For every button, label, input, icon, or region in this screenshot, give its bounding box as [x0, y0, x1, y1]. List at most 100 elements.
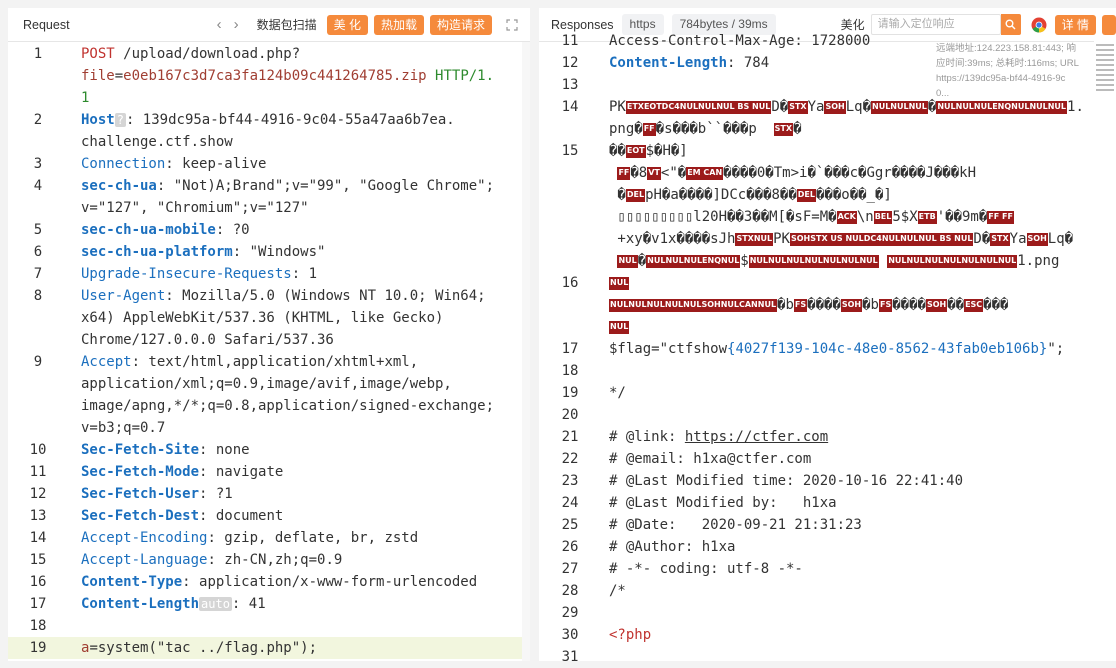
code-line: NUL [609, 272, 630, 294]
text-token: : 1 [291, 266, 318, 282]
line-number: 13 [29, 508, 47, 524]
token: Accept-Language [81, 552, 208, 568]
control-char-badge: SOH [925, 298, 948, 312]
request-header: Request ‹ › 数据包扫描 美 化 热加载 构造请求 [8, 8, 530, 42]
control-char-badge: FS [793, 298, 808, 312]
token: User-Agent [81, 288, 166, 304]
more-button[interactable] [1102, 14, 1116, 35]
code-line: image/apng,*/*;q=0.8,application/signed-… [81, 395, 494, 417]
control-char-badge: NUL [609, 276, 630, 290]
line-number: 12 [29, 486, 47, 502]
line-number: 2 [33, 112, 43, 128]
text-token: : application/x-www-form-urlencoded [182, 574, 478, 590]
packet-scan-button[interactable]: 数据包扫描 [256, 18, 317, 32]
code-line: /* [609, 580, 626, 602]
line-number: 17 [29, 596, 47, 612]
token: Sec-Fetch-User [81, 486, 200, 502]
request-scrollbar[interactable] [522, 42, 530, 661]
code-line: # @Author: h1xa [609, 536, 735, 558]
line-number: 20 [561, 407, 579, 423]
code-line: FF�8VT<"�EM CAN����0�Tm>i�`���c�Ggr����J… [609, 162, 976, 184]
code-line: <?php [609, 624, 651, 646]
expand-icon[interactable] [506, 18, 518, 31]
code-line: Connection: keep-alive [81, 153, 266, 175]
line-number: 22 [561, 451, 579, 467]
text-token: : gzip, deflate, br, zstd [207, 530, 419, 546]
text-token: 1. [1067, 99, 1084, 115]
text-token: ���� [892, 297, 926, 313]
code-line: application/xml;q=0.9,image/avif,image/w… [81, 373, 452, 395]
chrome-icon[interactable] [1031, 17, 1047, 33]
text-token: x64) AppleWebKit/537.36 (KHTML, like Gec… [81, 310, 444, 326]
control-char-badge: STX [788, 100, 808, 114]
text-token: : zh-CN,zh;q=0.9 [207, 552, 343, 568]
text-token: png� [609, 121, 643, 137]
text-token [427, 68, 435, 84]
text-token: : 784 [727, 55, 770, 71]
text-token: /upload/download.php? [114, 46, 301, 62]
build-request-button[interactable]: 构造请求 [429, 14, 492, 35]
line-number: 8 [33, 288, 43, 304]
hint-badge: ? [114, 113, 126, 127]
search-icon[interactable] [1000, 14, 1021, 35]
beautify-toggle[interactable]: 美化 [840, 18, 865, 32]
token: Content-Type [81, 574, 183, 590]
line-number: 28 [561, 583, 579, 599]
response-pane: Responses https 784bytes / 39ms 美化 请输入定位… [539, 8, 1116, 665]
token: <?php [609, 627, 652, 643]
link-text[interactable]: https://ctfer.com [684, 429, 829, 445]
beautify-button[interactable]: 美 化 [326, 14, 368, 35]
code-line: # @link: https://ctfer.com [609, 426, 828, 448]
token: Accept-Encoding [81, 530, 208, 546]
text-token: : text/html,application/xhtml+xml, [131, 354, 419, 370]
details-button[interactable]: 详 情 [1054, 14, 1096, 35]
control-char-badge: STXNUL [735, 232, 774, 246]
text-token: v=b3;q=0.7 [81, 420, 166, 436]
chevron-right-icon[interactable]: › [233, 16, 239, 33]
text-token: : document [199, 508, 284, 524]
token: Content-Length [81, 596, 200, 612]
minimap[interactable] [1094, 41, 1116, 136]
chevron-left-icon[interactable]: ‹ [216, 16, 222, 33]
text-token: : none [199, 442, 250, 458]
code-line: Access-Control-Max-Age: 1728000 [609, 30, 870, 52]
text-token: = [114, 68, 124, 84]
code-line: NUL�NULNULNULENQNUL$NULNULNULNULNULNULNU… [609, 250, 1059, 272]
line-number: 23 [561, 473, 579, 489]
code-line: file=e0eb167c3d7ca3fa124b09c441264785.zi… [81, 65, 494, 87]
control-char-badge: NUL [609, 320, 630, 334]
control-char-badge: NUL [617, 254, 638, 268]
code-line: Sec-Fetch-User: ?1 [81, 483, 233, 505]
line-number: 1 [33, 46, 43, 62]
code-line: 1 [81, 87, 89, 109]
pane-divider[interactable] [530, 8, 539, 661]
line-number: 15 [561, 143, 579, 159]
request-editor[interactable]: 1 POST /upload/download.php? file=e0eb167c… [8, 43, 530, 661]
line-number: 9 [33, 354, 43, 370]
text-token: Chrome/127.0.0.0 Safari/537.36 [81, 332, 334, 348]
text-token: �� [609, 143, 626, 159]
token: sec-ch-ua [81, 178, 157, 194]
text-token: # @Last Modified by: h1xa [609, 495, 837, 511]
text-token: : 139dc95a-bf44-4916-9c04-55a47aa6b7ea. [125, 112, 455, 128]
text-token: PK [773, 231, 790, 247]
line-number: 16 [561, 275, 579, 291]
response-header: Responses https 784bytes / 39ms 美化 请输入定位… [539, 8, 1116, 42]
token: Sec-Fetch-Dest [81, 508, 200, 524]
control-char-badge: BEL [873, 210, 893, 224]
text-token: 5$X [892, 209, 918, 225]
locate-search-input[interactable]: 请输入定位响应 [870, 14, 1001, 35]
text-token: �8 [630, 165, 648, 181]
token: POST [81, 46, 115, 62]
text-token: �b [862, 297, 879, 313]
text-token: Lq� [845, 99, 872, 115]
line-number: 30 [561, 627, 579, 643]
control-char-badge: EM CAN [686, 166, 724, 180]
text-token: =system("tac ../flag.php"); [89, 640, 318, 656]
line-number: 26 [561, 539, 579, 555]
control-char-badge: NULNULNULNULNULSOHNULCANNUL [609, 298, 778, 312]
text-token: v="127", "Chromium";v="127" [81, 200, 309, 216]
line-number: 25 [561, 517, 579, 533]
hot-load-button[interactable]: 热加载 [373, 14, 424, 35]
